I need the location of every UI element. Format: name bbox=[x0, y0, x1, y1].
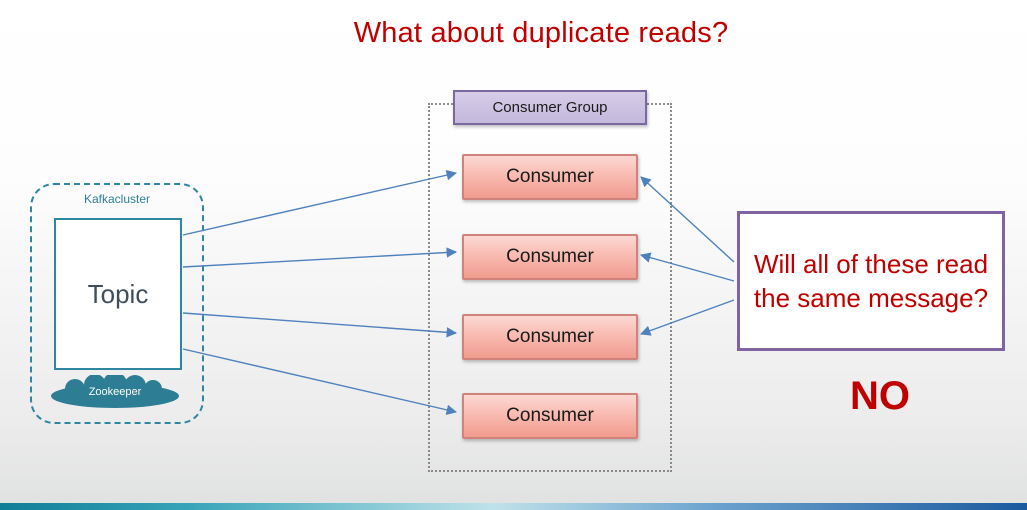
zookeeper-cloud: Zookeeper bbox=[47, 372, 183, 411]
arrow-topic-to-consumer-3 bbox=[182, 312, 458, 338]
kafka-cluster-label: Kafkacluster bbox=[83, 192, 151, 206]
arrow-topic-to-consumer-2 bbox=[182, 247, 458, 268]
consumer-box-4: Consumer bbox=[462, 393, 638, 439]
cloud-icon bbox=[51, 372, 179, 408]
slide-title: What about duplicate reads? bbox=[353, 17, 729, 49]
zookeeper-label: Zookeeper bbox=[88, 386, 142, 398]
consumer-box-3: Consumer bbox=[462, 314, 638, 360]
answer-text: NO bbox=[850, 374, 910, 418]
consumer-box-2: Consumer bbox=[462, 234, 638, 280]
bottom-gradient-bar bbox=[0, 503, 1027, 510]
question-box: Will all of these read the same message? bbox=[737, 211, 1005, 351]
consumer-group-label: Consumer Group bbox=[453, 90, 647, 125]
topic-box: Topic bbox=[54, 218, 182, 370]
consumer-box-1: Consumer bbox=[462, 154, 638, 200]
arrow-topic-to-consumer-1 bbox=[182, 169, 458, 236]
arrow-topic-to-consumer-4 bbox=[182, 348, 458, 415]
kafka-cluster-container: Kafkacluster Topic Zookeeper bbox=[30, 183, 204, 424]
